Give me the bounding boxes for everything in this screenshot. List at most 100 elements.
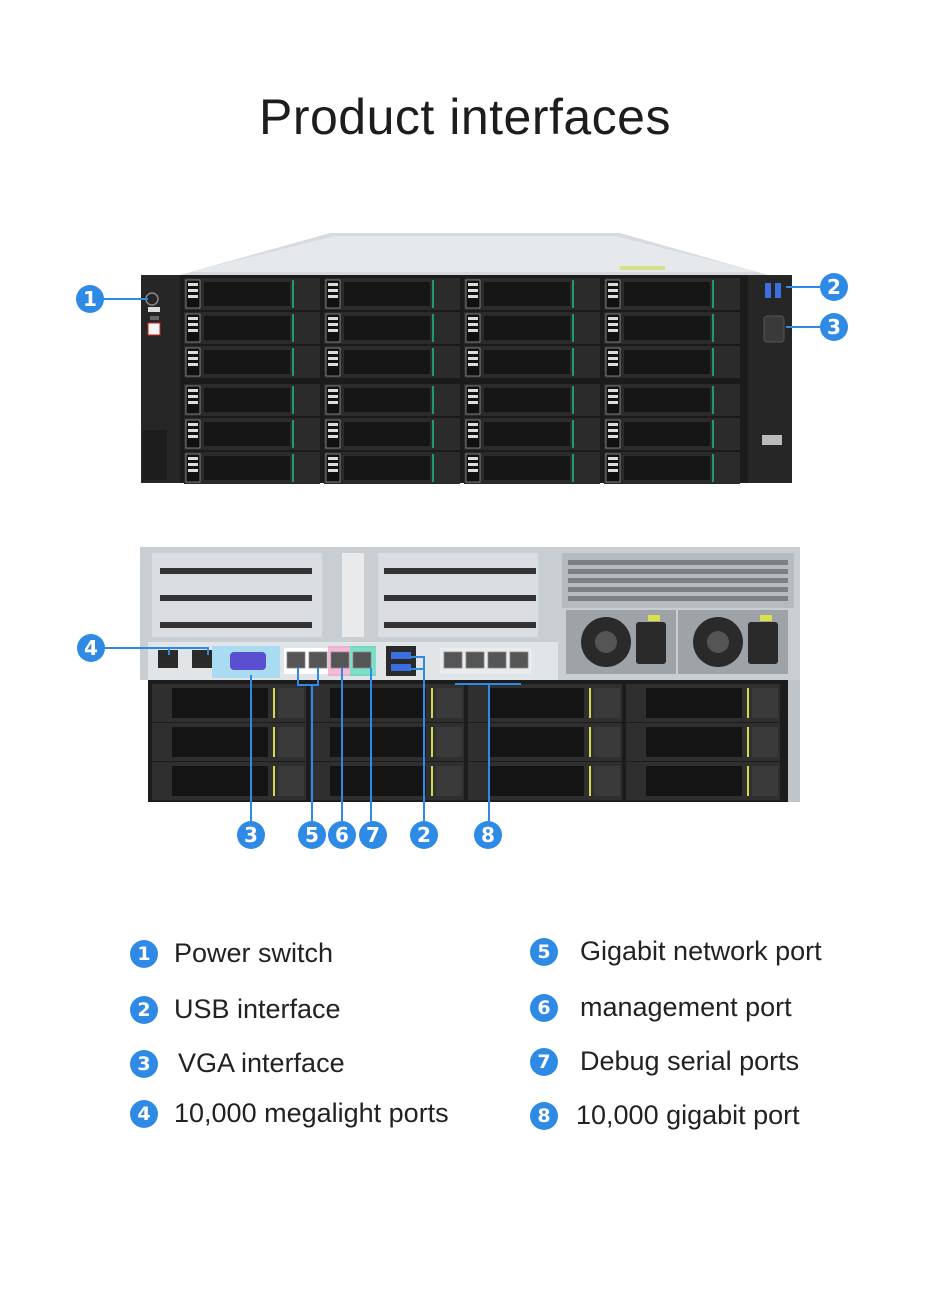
- rj45-port: [308, 651, 328, 669]
- legend-label: 10,000 megalight ports: [174, 1098, 449, 1128]
- callout-line-3: [786, 326, 820, 328]
- vent-slot: [384, 568, 536, 574]
- rear-callout-line-5b: [317, 668, 319, 686]
- rear-drive-bay: [468, 723, 622, 761]
- vent-slot: [160, 622, 312, 628]
- rear-callout-line-5: [311, 684, 313, 821]
- rear-callout-badge-7: 7: [359, 821, 387, 849]
- vent-slot: [160, 568, 312, 574]
- legend-number-badge: 7: [530, 1047, 558, 1076]
- legend-number-badge: 2: [130, 995, 158, 1024]
- vent-slot: [568, 560, 788, 565]
- legend-item-power-switch: 1 Power switch: [130, 938, 333, 969]
- rj45-port: [330, 651, 350, 669]
- front-drive-bay: [184, 312, 320, 344]
- legend-label: Debug serial ports: [580, 1046, 800, 1076]
- rear-callout-line-5a: [297, 668, 299, 686]
- legend-label: USB interface: [174, 994, 341, 1024]
- front-drive-bay: [604, 312, 740, 344]
- legend-label: VGA interface: [178, 1048, 345, 1078]
- rear-drive-bay: [468, 762, 622, 800]
- front-drive-bay: [604, 452, 740, 484]
- rear-drive-bay: [626, 762, 780, 800]
- legend-label: Gigabit network port: [580, 936, 822, 966]
- legend-item-megalight-ports: 4 10,000 megalight ports: [130, 1098, 449, 1129]
- front-drive-bay: [324, 452, 460, 484]
- vent-slot: [384, 595, 536, 601]
- vent-slot: [160, 595, 312, 601]
- legend-item-gigabit-port: 8 10,000 gigabit port: [530, 1100, 800, 1131]
- legend-item-vga-interface: 3 VGA interface: [130, 1048, 345, 1079]
- front-drive-bay: [324, 278, 460, 310]
- rear-callout-line-8: [488, 683, 490, 821]
- front-drive-bay: [184, 278, 320, 310]
- legend-item-usb-interface: 2 USB interface: [130, 994, 341, 1025]
- rj45-port: [487, 651, 507, 669]
- front-drive-bay: [464, 452, 600, 484]
- rear-callout-badge-5: 5: [298, 821, 326, 849]
- rj45-port: [509, 651, 529, 669]
- front-drive-bay: [324, 346, 460, 378]
- rear-drive-bay: [468, 684, 622, 722]
- front-drive-bay: [604, 418, 740, 450]
- rear-drive-bay: [152, 762, 306, 800]
- callout-line-2: [786, 286, 820, 288]
- rear-callout-badge-2: 2: [410, 821, 438, 849]
- front-drive-bay: [464, 418, 600, 450]
- rear-callout-line-6: [341, 668, 343, 821]
- front-drive-bay: [184, 384, 320, 416]
- callout-line-4-drop-a: [168, 647, 170, 655]
- callout-line-1: [104, 298, 148, 300]
- rear-drive-bay: [152, 684, 306, 722]
- legend-item-debug-serial-ports: 7 Debug serial ports: [530, 1046, 799, 1077]
- rear-drive-bay: [152, 723, 306, 761]
- front-drive-bay: [464, 384, 600, 416]
- legend-item-gigabit-network-port: 5 Gigabit network port: [530, 936, 822, 967]
- rear-drive-bay: [310, 723, 464, 761]
- vent-slot: [384, 622, 536, 628]
- rear-callout-line-2-a: [410, 656, 424, 658]
- page-title: Product interfaces: [259, 89, 671, 145]
- rear-callout-line-2: [423, 656, 425, 821]
- rear-drive-bay: [626, 723, 780, 761]
- rear-drive-bay: [626, 684, 780, 722]
- front-drive-bay: [604, 384, 740, 416]
- vent-slot: [568, 569, 788, 574]
- vent-slot: [568, 578, 788, 583]
- legend-item-management-port: 6 management port: [530, 992, 792, 1023]
- callout-line-4: [104, 647, 209, 649]
- callout-badge-3: 3: [820, 313, 848, 341]
- vent-slot: [568, 587, 788, 592]
- legend-number-badge: 8: [530, 1101, 558, 1130]
- front-drive-bay: [324, 384, 460, 416]
- legend-number-badge: 4: [130, 1099, 158, 1128]
- legend-number-badge: 6: [530, 993, 558, 1022]
- legend-number-badge: 3: [130, 1049, 158, 1078]
- front-drive-bay: [184, 346, 320, 378]
- front-drive-bay: [604, 346, 740, 378]
- legend-label: management port: [580, 992, 792, 1022]
- callout-badge-2: 2: [820, 273, 848, 301]
- rear-drive-bay: [310, 684, 464, 722]
- front-drive-bay: [604, 278, 740, 310]
- front-drive-bay: [184, 418, 320, 450]
- rear-callout-line-7: [370, 668, 372, 821]
- legend-label: Power switch: [174, 938, 334, 968]
- legend-number-badge: 1: [130, 939, 158, 968]
- callout-line-4-drop-b: [207, 647, 209, 655]
- legend-label: 10,000 gigabit port: [576, 1100, 800, 1130]
- front-drive-bay: [464, 346, 600, 378]
- rj45-port: [465, 651, 485, 669]
- rear-callout-badge-6: 6: [328, 821, 356, 849]
- front-drive-bay: [464, 312, 600, 344]
- rj45-port: [286, 651, 306, 669]
- front-drive-bay: [324, 418, 460, 450]
- rear-callout-badge-3: 3: [237, 821, 265, 849]
- vent-slot: [568, 596, 788, 601]
- rear-callout-badge-4: 4: [77, 634, 105, 662]
- rear-callout-line-5-bar: [297, 684, 319, 686]
- front-drive-bay: [324, 312, 460, 344]
- callout-badge-1: 1: [76, 285, 104, 313]
- rear-callout-line-3: [250, 675, 252, 821]
- rj45-port: [443, 651, 463, 669]
